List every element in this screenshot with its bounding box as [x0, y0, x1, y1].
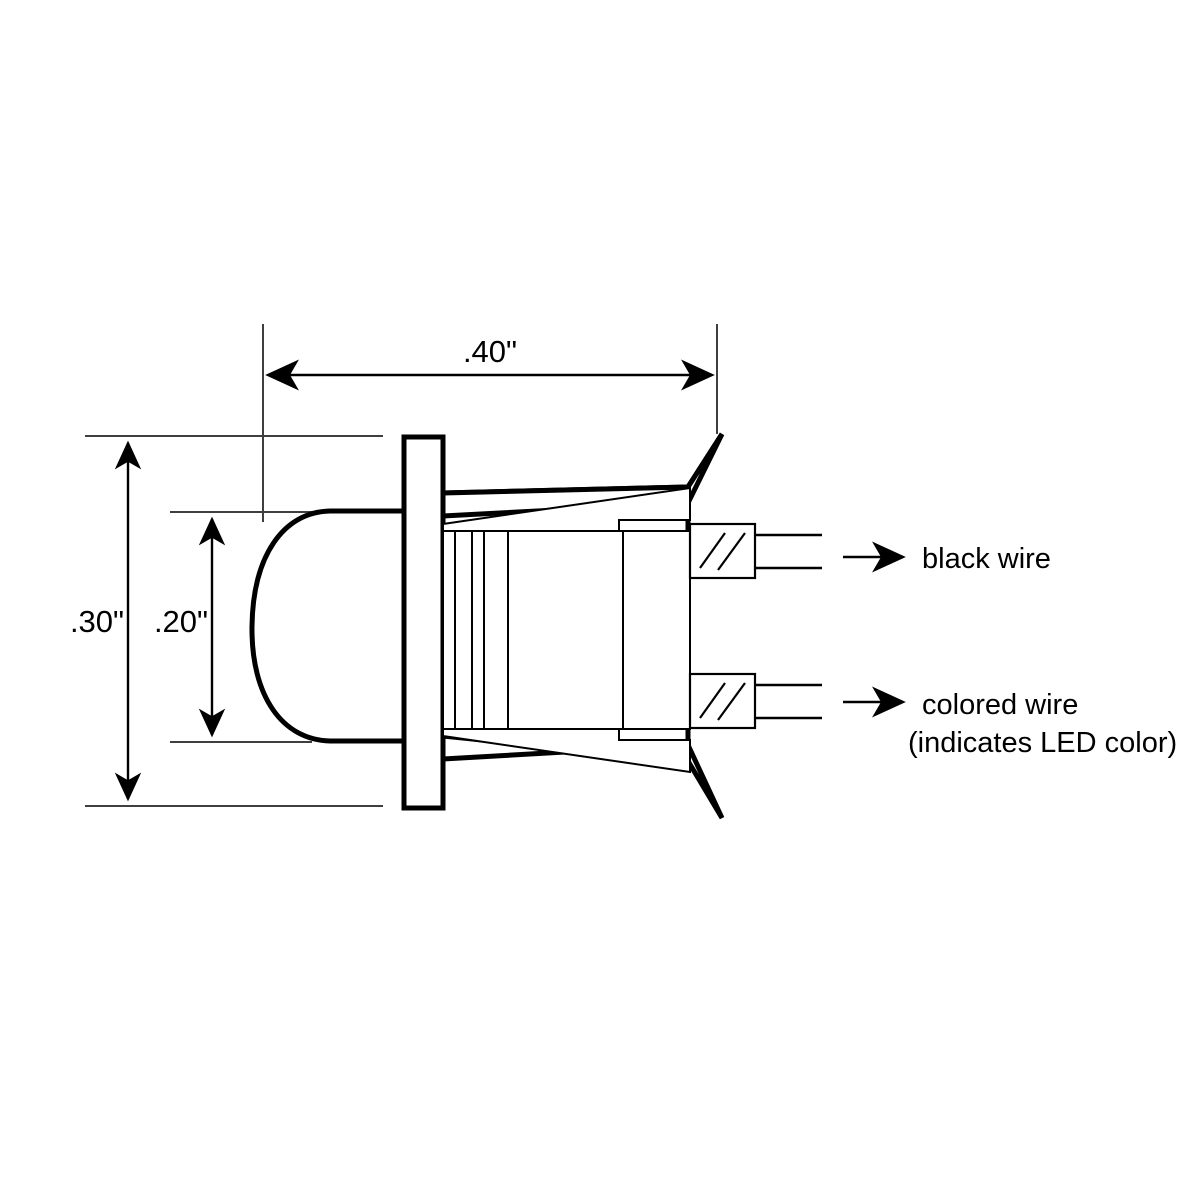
dim-label-width: .40"	[463, 334, 517, 369]
terminal-lower-hatch-1	[699, 682, 726, 719]
terminal-crimp-lower	[688, 672, 757, 730]
mounting-flange	[401, 434, 446, 811]
callout-sublabel-colored-wire: (indicates LED color)	[908, 727, 1177, 759]
terminal-upper-hatch-1	[699, 532, 726, 569]
inner-frame	[442, 486, 691, 774]
callout-label-colored-wire: colored wire	[922, 689, 1078, 721]
lens-dome-outline	[249, 508, 410, 744]
dim-label-height-overall: .30"	[70, 604, 124, 639]
lens-dome	[249, 508, 410, 744]
dim-label-height-lens: .20"	[154, 604, 208, 639]
dimension-lens-height: .20"	[154, 516, 226, 738]
terminal-upper-hatch-2	[717, 532, 746, 571]
inner-recess-rect	[507, 530, 624, 730]
terminal-lower-box	[688, 672, 757, 730]
wire-lead-lower	[755, 683, 822, 720]
terminal-crimp-upper	[688, 522, 757, 580]
terminal-upper-box	[688, 522, 757, 580]
dimension-overall-length: .40"	[265, 334, 715, 391]
callout-colored-wire: colored wire (indicates LED color)	[843, 686, 1177, 759]
terminal-lower-hatch-2	[717, 682, 746, 721]
callout-label-black-wire: black wire	[922, 543, 1051, 575]
wire-lead-upper	[755, 533, 822, 570]
mounting-flange-body	[401, 434, 446, 811]
dimension-flange-height: .30"	[70, 440, 142, 802]
callout-black-wire: black wire	[843, 541, 1051, 575]
extension-lines	[85, 324, 718, 807]
